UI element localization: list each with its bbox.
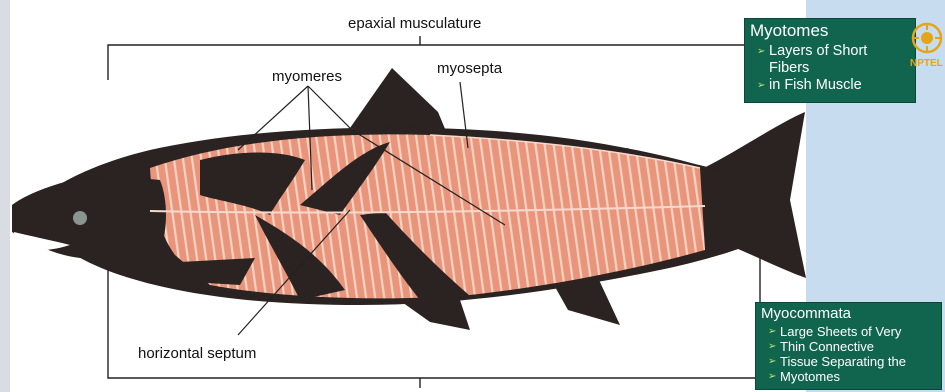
myocommata-box: Myocommata Large Sheets of Very Thin Con… [755,302,942,390]
logo-text: NPTEL [910,58,943,69]
nptel-logo-icon [911,22,943,54]
myotomes-bullet: Layers of Short Fibers [757,43,911,77]
myocommata-bullet-cont: Thin Connective [768,339,937,354]
label-epaxial-musculature: epaxial musculature [348,15,481,32]
myotomes-bullet: in Fish Muscle [757,77,911,94]
label-myosepta: myosepta [437,60,502,77]
epaxial-bracket [108,36,760,80]
label-horizontal-septum: horizontal septum [138,345,256,362]
myotomes-box: Myotomes Layers of Short Fibers in Fish … [744,18,916,103]
eye [73,211,87,225]
myocommata-bullet-cont: Tissue Separating the [768,354,937,369]
myocommata-title: Myocommata [756,303,941,322]
label-myomeres: myomeres [272,68,342,85]
myotomes-title: Myotomes [745,19,915,41]
myocommata-bullet-cont: Myotomes [768,369,937,384]
myocommata-bullet: Large Sheets of Very [768,324,937,339]
